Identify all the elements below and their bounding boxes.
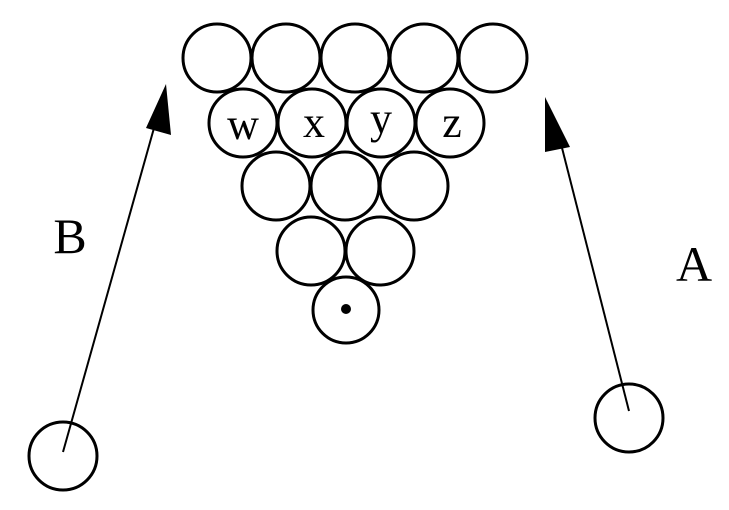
path-b-label: B [53,208,86,264]
rack-ball [240,150,312,222]
rack-row-4 [275,215,416,287]
rack-row-1 [181,22,529,94]
ball-z [414,87,486,159]
path-b-line [62,127,155,453]
rack-ball [388,22,460,94]
path-a-arrowhead [545,97,570,152]
apex-ball-dot [341,304,351,314]
rack-ball [309,150,381,222]
rack-ball [250,22,322,94]
cue-ball-b [27,420,99,492]
path-a: A [545,97,712,454]
rack-ball [181,22,253,94]
ball-x-label: x [303,98,325,147]
rack-ball [344,215,416,287]
rack-row-2: w x y z [207,87,486,159]
ball-y-label: y [370,94,392,143]
rack-row-3 [240,150,450,222]
ball-w-label: w [227,100,259,149]
ball-z-label: z [442,98,462,147]
rack-ball [378,150,450,222]
rack-ball [457,22,529,94]
path-a-label: A [676,236,712,292]
rack-ball [319,22,391,94]
path-b-arrowhead [146,84,171,135]
path-b: B [27,84,171,492]
apex-ball [311,275,381,345]
cue-ball-a [593,382,665,454]
rack-ball [275,215,347,287]
path-a-line [559,139,630,412]
